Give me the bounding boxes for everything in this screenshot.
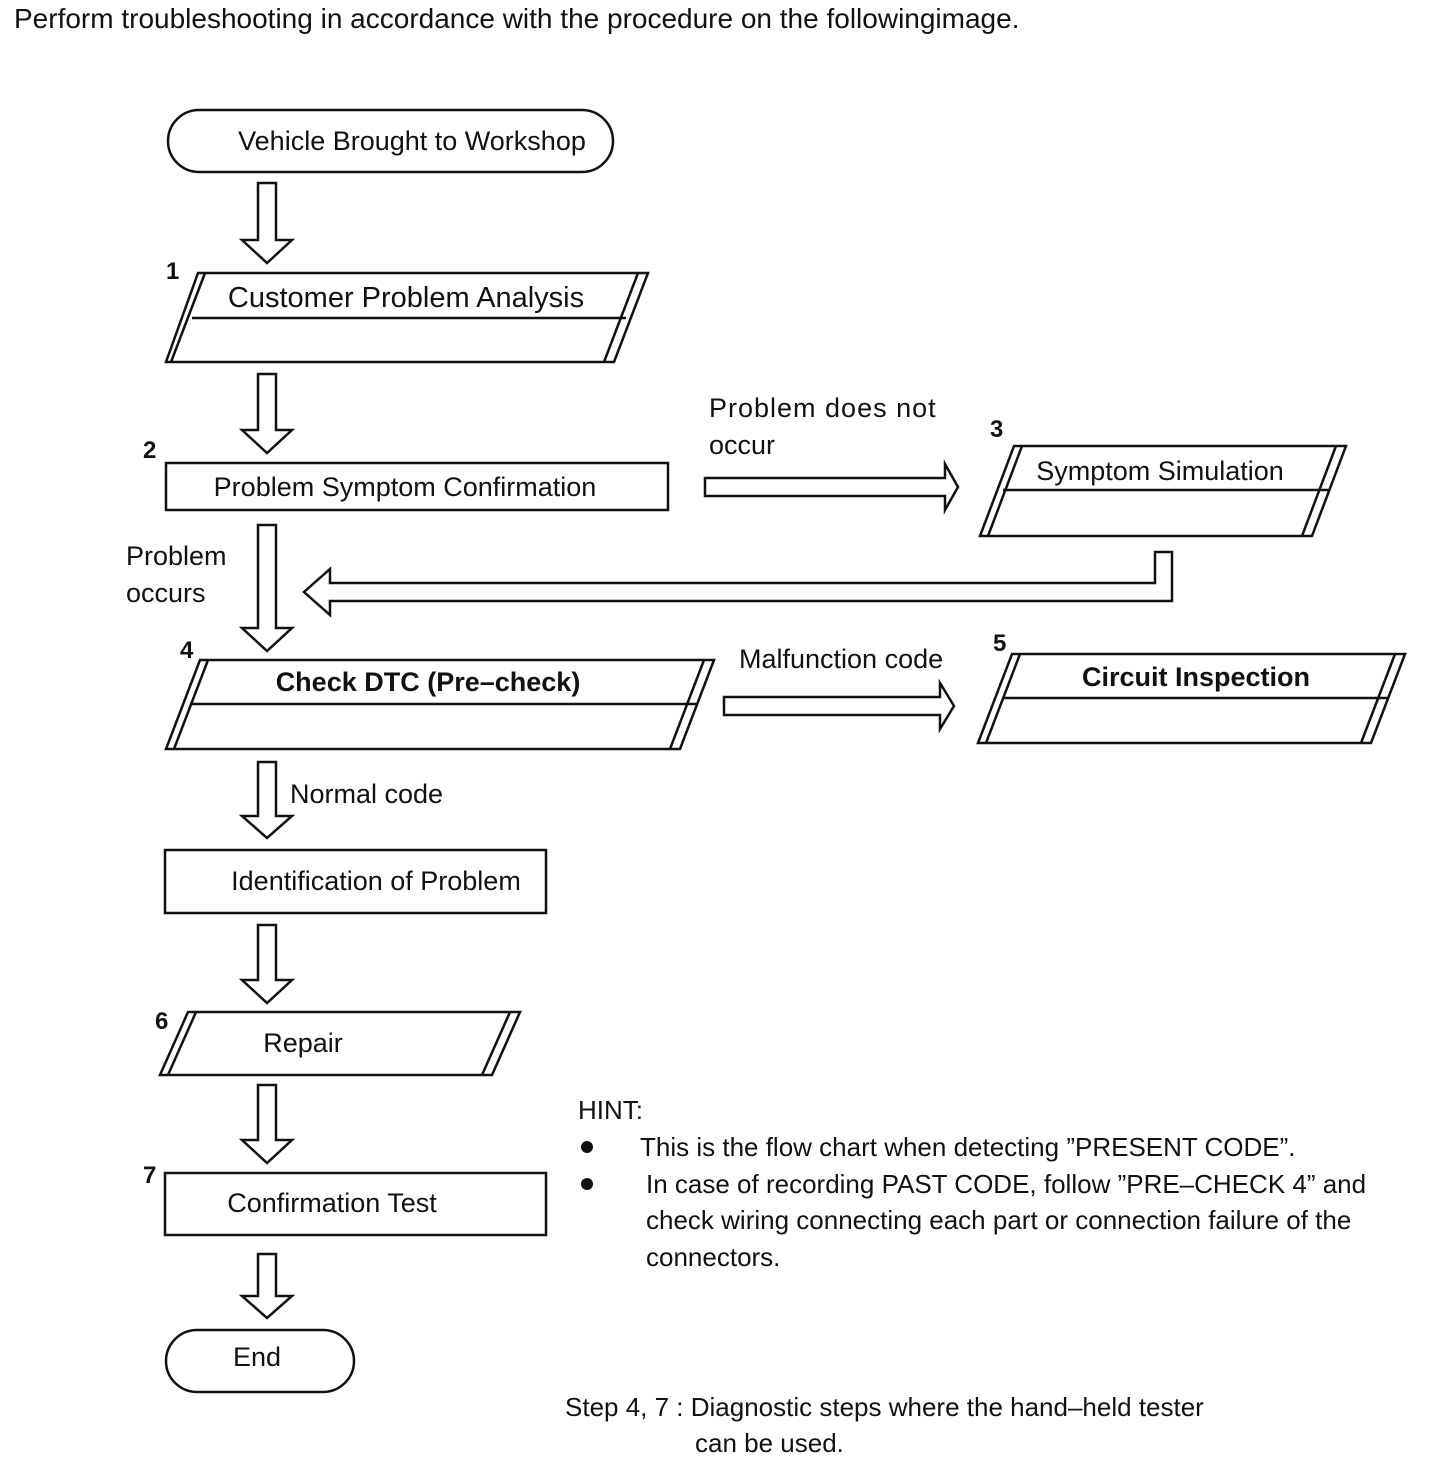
note-line1: Step 4, 7 : Diagnostic steps where the h… xyxy=(565,1392,1204,1422)
hint-bullet-2 xyxy=(581,1178,593,1190)
hint-bullet1-text: This is the flow chart when detecting ”P… xyxy=(640,1132,1296,1162)
step5-label: Circuit Inspection xyxy=(1082,662,1310,692)
step2-number: 2 xyxy=(143,437,156,464)
step4-number: 4 xyxy=(180,637,194,664)
edge-occurs-line2: occurs xyxy=(126,578,206,608)
start-terminator xyxy=(166,108,615,174)
step3-label: Symptom Simulation xyxy=(1036,456,1284,486)
hint-bullet2-line2: check wiring connecting each part or con… xyxy=(646,1205,1351,1235)
identification-label: Identification of Problem xyxy=(231,866,521,896)
intro-text: Perform troubleshooting in accordance wi… xyxy=(14,3,1019,34)
arrow-2-to-4 xyxy=(238,523,296,653)
edge-normal: Normal code xyxy=(290,779,443,809)
arrow-7-to-end xyxy=(238,1252,296,1320)
arrow-6-to-7 xyxy=(238,1083,296,1165)
step5-number: 5 xyxy=(993,630,1006,657)
edge-not-occur-line2: occur xyxy=(709,430,775,460)
arrow-start-to-1 xyxy=(238,181,296,265)
step2-box xyxy=(164,461,670,512)
step1-label: Customer Problem Analysis xyxy=(228,282,584,314)
hint-title: HINT: xyxy=(578,1095,643,1125)
start-label: Vehicle Brought to Workshop xyxy=(238,126,586,156)
step2-label: Problem Symptom Confirmation xyxy=(214,472,597,502)
step6-label: Repair xyxy=(263,1028,343,1058)
hint-bullet2-line3: connectors. xyxy=(646,1242,780,1272)
arrow-identification-to-6 xyxy=(238,923,296,1005)
identification-box xyxy=(163,848,548,915)
arrow-4-to-identification xyxy=(238,760,296,840)
arrow-3-return xyxy=(302,550,1174,618)
step6-box xyxy=(158,1010,522,1077)
edge-not-occur-line1: Problem does not xyxy=(709,393,937,423)
end-terminator xyxy=(164,1328,356,1394)
step1-number: 1 xyxy=(166,258,179,285)
step6-number: 6 xyxy=(155,1008,168,1035)
end-label: End xyxy=(233,1342,281,1372)
arrow-1-to-2 xyxy=(238,372,296,455)
step3-number: 3 xyxy=(990,416,1003,443)
edge-malfunction: Malfunction code xyxy=(739,644,943,674)
step5-box xyxy=(976,652,1407,745)
edge-occurs-line1: Problem xyxy=(126,541,227,571)
step7-box xyxy=(163,1171,548,1237)
step4-label: Check DTC (Pre–check) xyxy=(276,667,581,697)
arrow-4-to-5 xyxy=(722,678,956,734)
hint-bullet2-line1: In case of recording PAST CODE, follow ”… xyxy=(646,1169,1366,1199)
arrow-2-to-3 xyxy=(703,459,960,515)
note-line2: can be used. xyxy=(695,1428,844,1458)
step4-box xyxy=(164,658,716,751)
step1-box xyxy=(164,271,650,364)
step7-number: 7 xyxy=(143,1162,156,1189)
hint-bullet-1 xyxy=(581,1141,593,1153)
step7-label: Confirmation Test xyxy=(227,1188,437,1218)
step3-box xyxy=(978,444,1348,538)
